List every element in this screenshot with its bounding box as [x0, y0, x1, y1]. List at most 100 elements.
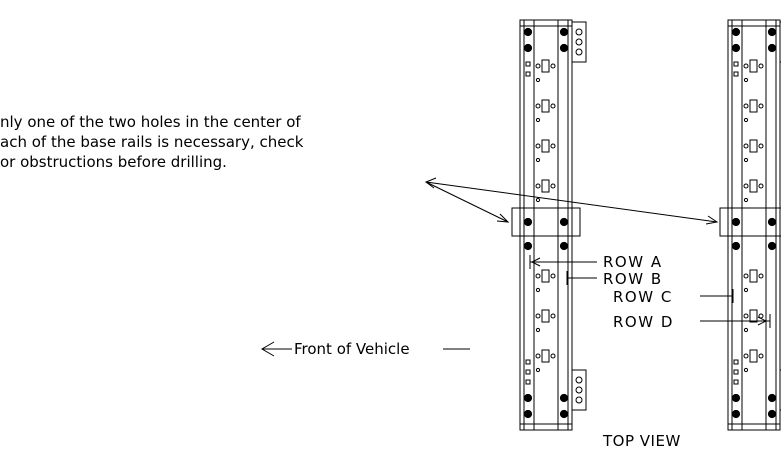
row-label-d: ROW D: [613, 313, 674, 331]
adjustment-slot: [541, 59, 550, 73]
note-leader-line-1: [425, 181, 509, 223]
bolt-head: [731, 27, 741, 37]
rail-hole: [535, 353, 541, 359]
base-rails: [511, 19, 781, 431]
rail-hole: [535, 273, 541, 279]
rail-square-hole: [525, 379, 531, 385]
row-label-a: ROW A: [603, 253, 663, 271]
rail-square-hole: [733, 61, 739, 67]
rail-hole: [550, 143, 556, 149]
rail-hole: [743, 353, 749, 359]
rail-hole: [550, 103, 556, 109]
row-label-b: ROW B: [603, 270, 663, 288]
rail-hole: [743, 117, 749, 123]
row-arrowhead: [757, 316, 768, 326]
drilling-note-line-3: or obstructions before drilling.: [0, 153, 227, 171]
front-arrow-head: [261, 341, 275, 357]
bolt-head: [523, 27, 533, 37]
base-rail-1: [511, 19, 587, 431]
bracket-hole: [575, 386, 583, 394]
rail-hole: [743, 77, 749, 83]
bolt-head: [559, 27, 569, 37]
rail-hole: [758, 183, 764, 189]
bolt-head: [767, 217, 777, 227]
rail-hole: [535, 327, 541, 333]
rail-hole: [743, 287, 749, 293]
rail-outline: [519, 19, 573, 431]
rail-hole: [758, 273, 764, 279]
bolt-head: [731, 43, 741, 53]
adjustment-slot: [749, 349, 758, 363]
rail-square-hole: [733, 71, 739, 77]
center-clamp-plate: [511, 207, 581, 237]
rail-hole: [758, 353, 764, 359]
rail-hole: [535, 103, 541, 109]
rail-hole: [743, 183, 749, 189]
rail-hole: [535, 77, 541, 83]
adjustment-slot: [541, 179, 550, 193]
bolt-head: [767, 409, 777, 419]
bolt-head: [559, 241, 569, 251]
adjustment-slot: [749, 269, 758, 283]
bracket-hole: [575, 48, 583, 56]
adjustment-slot: [541, 99, 550, 113]
bolt-head: [767, 43, 777, 53]
rail-hole: [550, 63, 556, 69]
rail-outline: [727, 19, 781, 431]
rail-square-hole: [525, 61, 531, 67]
end-bracket: [779, 369, 781, 411]
bracket-hole: [575, 376, 583, 384]
adjustment-slot: [541, 269, 550, 283]
top-view-label: TOP VIEW: [603, 432, 681, 450]
bolt-head: [523, 43, 533, 53]
rail-square-hole: [733, 379, 739, 385]
rail-hole: [535, 313, 541, 319]
bolt-head: [559, 217, 569, 227]
bolt-head: [731, 393, 741, 403]
end-bracket: [779, 21, 781, 63]
rail-hole: [743, 367, 749, 373]
drilling-note-line-2: ach of the base rails is necessary, chec…: [0, 133, 304, 151]
bolt-head: [523, 217, 533, 227]
adjustment-slot: [749, 99, 758, 113]
rail-hole: [743, 273, 749, 279]
rail-hole: [535, 367, 541, 373]
leader-arrowhead: [424, 177, 437, 189]
end-bracket: [571, 21, 587, 63]
bolt-head: [731, 409, 741, 419]
leader-arrowhead: [496, 213, 510, 223]
rail-square-hole: [733, 369, 739, 375]
rail-hole: [758, 103, 764, 109]
drilling-note: nly one of the two holes in the center o…: [0, 112, 460, 172]
rail-hole: [743, 157, 749, 163]
rail-square-hole: [525, 369, 531, 375]
bolt-head: [523, 409, 533, 419]
bolt-head: [559, 43, 569, 53]
rail-hole: [743, 143, 749, 149]
base-rail-2: [719, 19, 781, 431]
adjustment-slot: [749, 59, 758, 73]
adjustment-slot: [749, 139, 758, 153]
rail-hole: [535, 197, 541, 203]
row-label-c: ROW C: [613, 288, 673, 306]
rail-hole: [535, 63, 541, 69]
bolt-head: [559, 393, 569, 403]
rail-square-hole: [733, 359, 739, 365]
adjustment-slot: [541, 349, 550, 363]
rail-hole: [743, 103, 749, 109]
drilling-note-line-1: nly one of the two holes in the center o…: [0, 113, 301, 131]
rail-hole: [535, 157, 541, 163]
rail-hole: [758, 63, 764, 69]
rail-hole: [743, 313, 749, 319]
bolt-head: [559, 409, 569, 419]
rail-hole: [535, 287, 541, 293]
note-leader-line-2: [425, 181, 718, 223]
adjustment-slot: [749, 179, 758, 193]
rail-hole: [758, 143, 764, 149]
rail-square-hole: [525, 359, 531, 365]
bracket-hole: [575, 38, 583, 46]
adjustment-slot: [541, 309, 550, 323]
adjustment-slot: [749, 309, 758, 323]
